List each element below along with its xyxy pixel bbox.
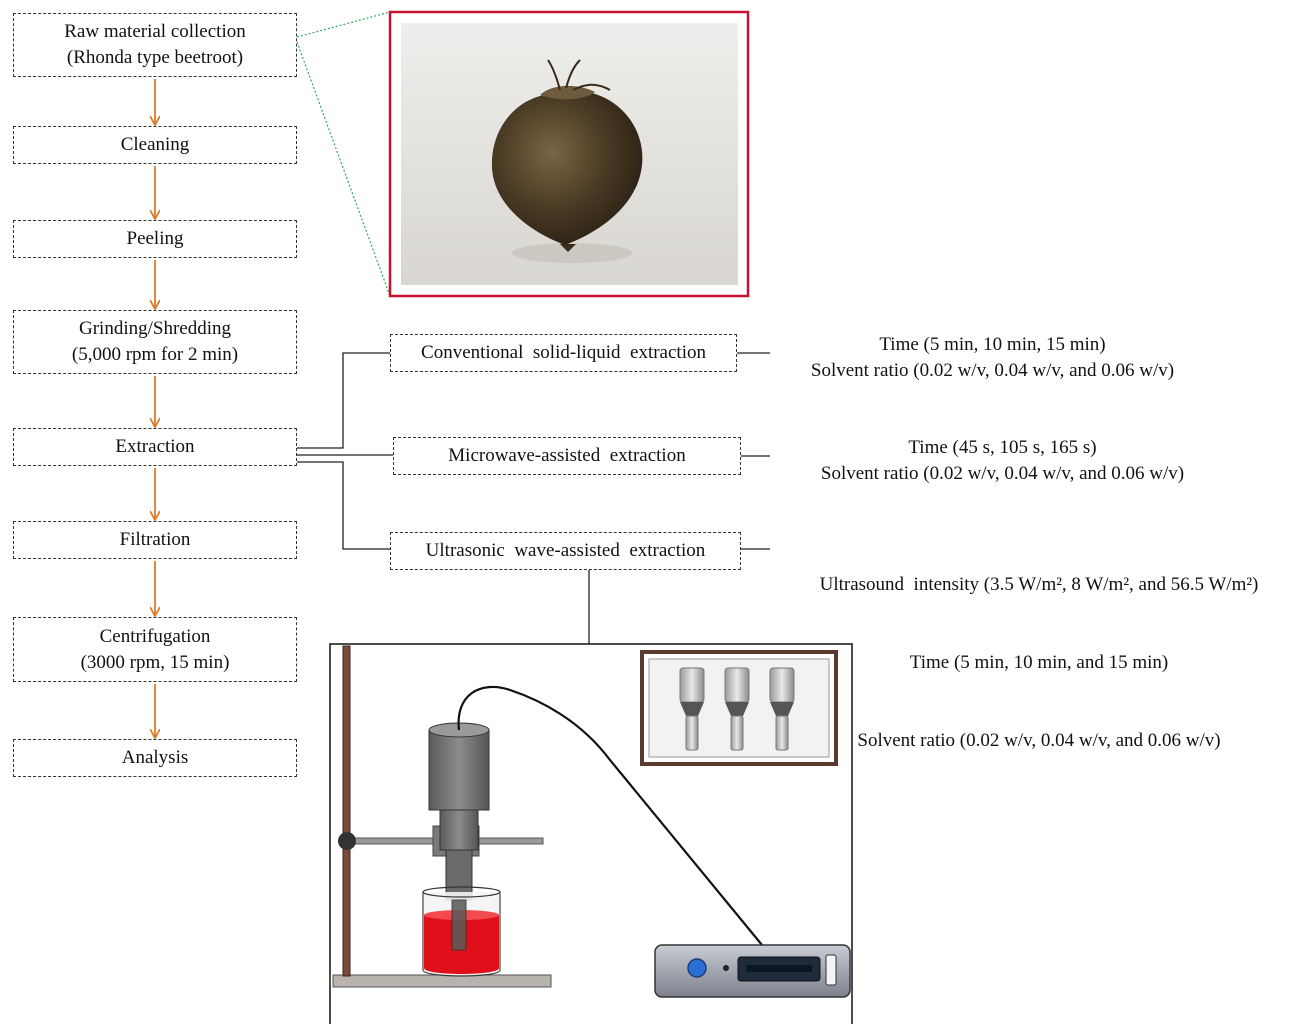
step-centrifugation: Centrifugation (3000 rpm, 15 min) [13,617,297,682]
params-conventional-solvent: Solvent ratio (0.02 w/v, 0.04 w/v, and 0… [775,358,1210,384]
ultrasonic-generator-icon [655,945,850,997]
step-filtration-label: Filtration [120,527,191,553]
step-extraction: Extraction [13,428,297,466]
step-centrifugation-detail: (3000 rpm, 15 min) [81,650,230,676]
method-ultrasonic-label: Ultrasonic wave-assisted extraction [426,538,706,564]
step-raw-material-title: Raw material collection [64,19,245,45]
method-microwave: Microwave-assisted extraction [393,437,741,475]
step-peeling: Peeling [13,220,297,258]
method-conventional: Conventional solid-liquid extraction [390,334,737,372]
step-grinding-title: Grinding/Shredding [79,316,231,342]
params-ultrasonic-intensity: Ultrasound intensity (3.5 W/m², 8 W/m², … [775,572,1303,598]
params-ultrasonic-solvent: Solvent ratio (0.02 w/v, 0.04 w/v, and 0… [775,728,1303,754]
zoom-lines [297,12,390,296]
step-cleaning: Cleaning [13,126,297,164]
params-conventional: Time (5 min, 10 min, 15 min) Solvent rat… [775,332,1210,384]
step-grinding-detail: (5,000 rpm for 2 min) [72,342,238,368]
params-microwave-solvent: Solvent ratio (0.02 w/v, 0.04 w/v, and 0… [785,461,1220,487]
step-peeling-label: Peeling [127,226,184,252]
method-microwave-label: Microwave-assisted extraction [448,443,685,469]
params-ultrasonic: Ultrasound intensity (3.5 W/m², 8 W/m², … [775,520,1303,806]
step-centrifugation-title: Centrifugation [100,624,211,650]
branch-connectors [297,353,770,644]
step-extraction-label: Extraction [115,434,194,460]
step-grinding: Grinding/Shredding (5,000 rpm for 2 min) [13,310,297,374]
step-cleaning-label: Cleaning [121,132,190,158]
step-filtration: Filtration [13,521,297,559]
step-analysis: Analysis [13,739,297,777]
beetroot-photo [390,12,748,296]
params-microwave: Time (45 s, 105 s, 165 s) Solvent ratio … [785,435,1220,487]
step-analysis-label: Analysis [122,745,189,771]
ultrasonic-setup-illustration [330,644,852,1024]
step-raw-material: Raw material collection (Rhonda type bee… [13,13,297,77]
method-conventional-label: Conventional solid-liquid extraction [421,340,706,366]
params-conventional-time: Time (5 min, 10 min, 15 min) [775,332,1210,358]
params-microwave-time: Time (45 s, 105 s, 165 s) [785,435,1220,461]
step-raw-material-detail: (Rhonda type beetroot) [67,45,243,71]
method-ultrasonic: Ultrasonic wave-assisted extraction [390,532,741,570]
params-ultrasonic-time: Time (5 min, 10 min, and 15 min) [775,650,1303,676]
